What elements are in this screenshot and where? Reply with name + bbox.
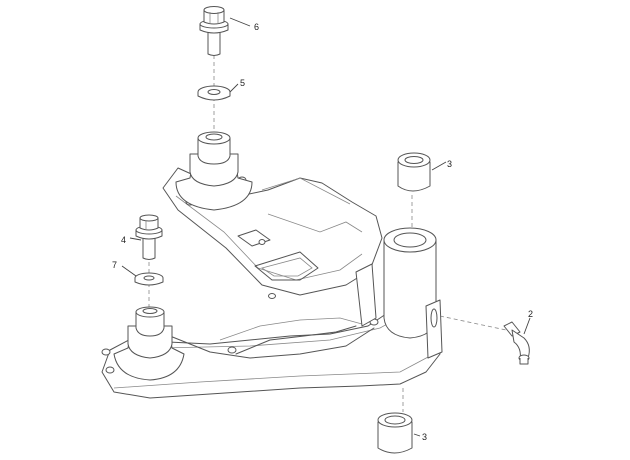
callout-6: 6: [254, 22, 259, 32]
callout-4: 4: [121, 235, 126, 245]
leader-6: [229, 17, 251, 27]
lower-ball-joint-boss: [113, 306, 185, 381]
leader-7: [121, 265, 137, 277]
callout-7: 7: [112, 260, 117, 270]
grease-fitting: [503, 321, 530, 365]
callout-2: 2: [528, 309, 533, 319]
leader-2: [523, 317, 531, 335]
bushing-lower: [377, 412, 413, 454]
upper-ball-joint-boss: [175, 131, 253, 211]
washer-lower: [134, 272, 164, 286]
leader-5: [229, 83, 239, 93]
flange-bolt-lower: [135, 214, 163, 260]
mount-hole: [105, 366, 115, 374]
mount-hole: [258, 239, 266, 245]
flange-bolt-upper: [199, 6, 229, 56]
callout-3-lower: 3: [422, 432, 427, 442]
callout-3-upper: 3: [447, 159, 452, 169]
mount-hole: [227, 346, 237, 354]
callout-5: 5: [240, 78, 245, 88]
centerline-grease-fitting: [439, 315, 507, 331]
leader-3-upper: [431, 161, 447, 171]
leader-4: [129, 237, 142, 241]
mount-hole: [101, 348, 111, 356]
bushing-upper: [397, 152, 431, 192]
washer-upper: [197, 85, 231, 101]
leader-3-lower: [413, 433, 421, 437]
mount-hole: [268, 293, 276, 299]
